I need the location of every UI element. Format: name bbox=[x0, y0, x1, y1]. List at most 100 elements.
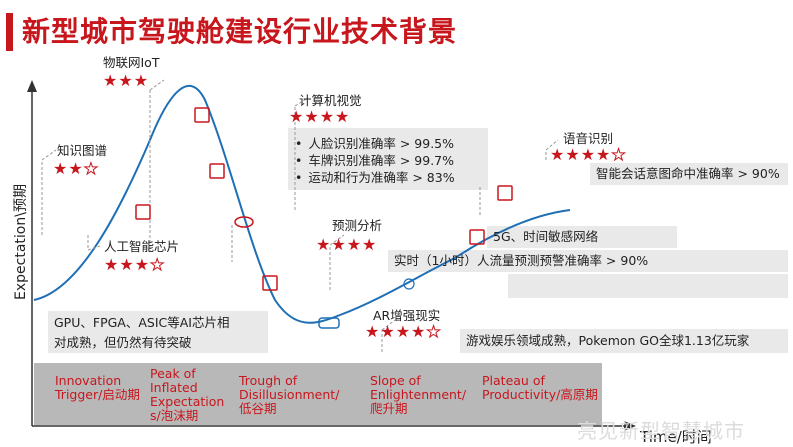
star-filled-icon: ★ bbox=[395, 322, 412, 341]
phase-line: Plateau of bbox=[482, 373, 545, 388]
connector-line bbox=[381, 319, 396, 331]
y-axis-arrow-icon bbox=[27, 80, 37, 92]
star-filled-icon: ★ bbox=[596, 145, 612, 164]
chip-note-box bbox=[48, 311, 268, 353]
star-empty-icon: ★ bbox=[611, 145, 627, 164]
connector-line bbox=[294, 97, 309, 107]
star-filled-icon: ★ bbox=[103, 71, 119, 90]
tech-rating-ar: ★★★★★ bbox=[365, 322, 442, 341]
tech-rating-ai-chip: ★★★★ bbox=[104, 255, 166, 274]
speaker-icon bbox=[497, 185, 513, 201]
y-axis-label: Expectation\预期 bbox=[13, 184, 29, 300]
chip-icon bbox=[209, 163, 225, 179]
presentation-icon bbox=[262, 275, 278, 291]
phase-line: Slope of bbox=[370, 373, 421, 388]
cv-note-list: 人脸识别准确率 > 99.5% 车牌识别准确率 > 99.7% 运动和行为准确率… bbox=[295, 135, 455, 186]
connector-line bbox=[545, 139, 559, 151]
brain-icon bbox=[135, 204, 151, 220]
ar-note-box bbox=[460, 329, 788, 353]
star-empty-icon: ★ bbox=[83, 159, 100, 178]
tech-rating-knowledge-graph: ★★★ bbox=[53, 159, 100, 178]
star-empty-icon: ★ bbox=[150, 255, 166, 274]
star-filled-icon: ★ bbox=[304, 107, 320, 126]
title-accent-bar bbox=[6, 13, 13, 51]
phase-line: Trigger/启动期 bbox=[55, 387, 140, 402]
tech-label-voice-recognition: 语音识别 bbox=[563, 131, 614, 146]
voice-note-box bbox=[590, 163, 788, 185]
blank-note-box bbox=[508, 274, 788, 298]
star-filled-icon: ★ bbox=[380, 322, 396, 341]
monitor-icon bbox=[194, 107, 210, 123]
tech-label-knowledge-graph: 知识图谱 bbox=[57, 143, 108, 158]
tech-label-ai-chip: 人工智能芯片 bbox=[104, 239, 180, 254]
phase-line: Expectation bbox=[150, 394, 225, 409]
star-filled-icon: ★ bbox=[411, 322, 427, 341]
star-filled-icon: ★ bbox=[346, 235, 363, 254]
phase-line: Trough of bbox=[239, 373, 298, 388]
star-filled-icon: ★ bbox=[68, 159, 84, 178]
tech-rating-predictive-analysis: ★★★★ bbox=[316, 237, 377, 253]
fiveg-note: 5G、时间敏感网络 bbox=[493, 229, 599, 244]
chip-note-line2: 对成熟，但仍然有待突破 bbox=[54, 335, 192, 350]
tech-rating-iot: ★★★ bbox=[103, 73, 149, 89]
page-title: 新型城市驾驶舱建设行业技术背景 bbox=[22, 15, 458, 48]
star-filled-icon: ★ bbox=[362, 235, 378, 254]
phase-label-peak: Peak of Inflated Expectation s/泡沫期 bbox=[150, 367, 224, 423]
signal-icon bbox=[469, 229, 485, 245]
phase-line: Disillusionment/ bbox=[239, 387, 340, 402]
star-filled-icon: ★ bbox=[133, 71, 150, 90]
star-filled-icon: ★ bbox=[365, 322, 381, 341]
tech-label-computer-vision: 计算机视觉 bbox=[299, 93, 362, 108]
phase-line: Peak of bbox=[150, 366, 196, 381]
x-axis-label: Time/时间 bbox=[640, 428, 712, 446]
tech-rating-computer-vision: ★★★★ bbox=[289, 109, 350, 125]
hype-curve-line bbox=[33, 85, 571, 324]
star-filled-icon: ★ bbox=[331, 235, 347, 254]
ar-note: 游戏娱乐领域成熟，Pokemon GO全球1.13亿玩家 bbox=[466, 333, 750, 348]
star-filled-icon: ★ bbox=[53, 159, 69, 178]
chip-note-line1: GPU、FPGA、ASIC等AI芯片相 bbox=[54, 315, 230, 330]
star-filled-icon: ★ bbox=[316, 235, 332, 254]
connector-line bbox=[41, 149, 57, 161]
predict-note: 实时（1小时）人流量预测预警准确率 > 90% bbox=[394, 253, 649, 268]
star-filled-icon: ★ bbox=[119, 255, 135, 274]
connector-line bbox=[329, 234, 345, 246]
star-filled-icon: ★ bbox=[134, 255, 151, 274]
star-filled-icon: ★ bbox=[118, 71, 134, 90]
star-filled-icon: ★ bbox=[550, 145, 566, 164]
eye-icon bbox=[234, 216, 254, 228]
phase-line: 爬升期 bbox=[370, 401, 408, 416]
phase-line: Productivity/高原期 bbox=[482, 387, 598, 402]
network-icon bbox=[403, 278, 415, 290]
star-filled-icon: ★ bbox=[319, 107, 336, 126]
x-axis-arrow-icon bbox=[624, 421, 636, 431]
cv-note-item: 人脸识别准确率 > 99.5% bbox=[295, 135, 455, 152]
tech-label-predictive-analysis: 预测分析 bbox=[332, 218, 383, 233]
connector-line bbox=[87, 245, 101, 251]
fiveg-note-box bbox=[487, 226, 677, 248]
star-filled-icon: ★ bbox=[580, 145, 597, 164]
tech-rating-voice-recognition: ★★★★★ bbox=[550, 145, 627, 164]
watermark: 亮见新型智慧城市 bbox=[577, 419, 745, 443]
vr-goggles-icon bbox=[318, 317, 340, 329]
phase-label-innovation-trigger: Innovation Trigger/启动期 bbox=[55, 374, 140, 402]
star-filled-icon: ★ bbox=[104, 255, 120, 274]
phase-label-slope: Slope of Enlightenment/ 爬升期 bbox=[370, 374, 466, 416]
star-filled-icon: ★ bbox=[289, 107, 305, 126]
phase-line: s/泡沫期 bbox=[150, 408, 199, 423]
connector-line bbox=[149, 79, 165, 91]
star-empty-icon: ★ bbox=[426, 322, 442, 341]
phase-bar bbox=[34, 363, 602, 425]
phase-line: 低谷期 bbox=[239, 401, 277, 416]
cv-note-item: 运动和行为准确率 > 83% bbox=[295, 169, 454, 186]
phase-line: Enlightenment/ bbox=[370, 387, 467, 402]
voice-note: 智能会话意图命中准确率 > 90% bbox=[596, 166, 780, 181]
phase-label-trough: Trough of Disillusionment/ 低谷期 bbox=[239, 374, 339, 416]
predict-note-box bbox=[388, 250, 788, 272]
phase-label-plateau: Plateau of Productivity/高原期 bbox=[482, 374, 598, 402]
tech-label-ar: AR增强现实 bbox=[373, 308, 441, 323]
star-filled-icon: ★ bbox=[335, 107, 351, 126]
phase-line: Innovation bbox=[55, 373, 122, 388]
star-filled-icon: ★ bbox=[565, 145, 581, 164]
